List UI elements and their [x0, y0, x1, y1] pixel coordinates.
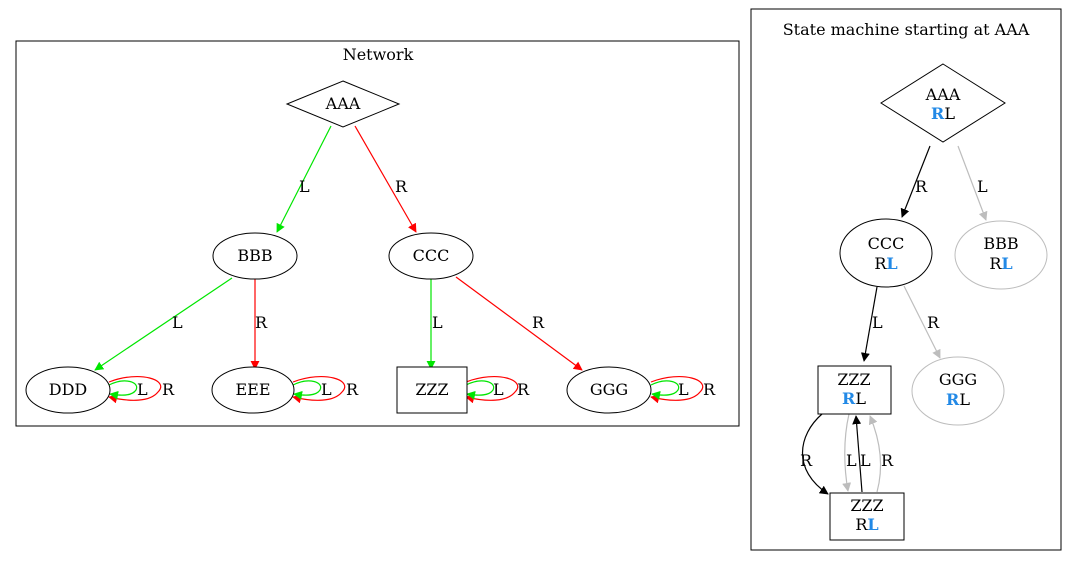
loop-label-ddd-r: R [162, 380, 175, 399]
edge-label-aaa-ccc: R [395, 177, 408, 196]
sm-edge-label-zzz1-zzz2-l: L [846, 451, 857, 470]
sm-edge-zzz1-zzz2-r [802, 413, 829, 495]
node-aaa-label: AAA [325, 94, 361, 113]
state-machine-cluster-border [750, 8, 1062, 551]
sm-edge-label-ccc-zzz1: L [872, 313, 883, 332]
sm-node-aaa-name: AAA [925, 85, 961, 104]
sm-node-zzz2-directions: RL [855, 515, 878, 534]
edge-label-ccc-ggg: R [532, 313, 545, 332]
node-zzz-label: ZZZ [415, 380, 448, 399]
sm-node-bbb-directions: RL [989, 254, 1012, 273]
sm-edge-label-aaa-ccc: R [915, 177, 928, 196]
sm-node-ccc-l: L [886, 254, 897, 273]
loop-label-ggg-l: L [678, 380, 689, 399]
node-ddd: DDD [25, 366, 111, 414]
sm-node-ccc-name: CCC [868, 234, 905, 253]
node-zzz: ZZZ [396, 366, 468, 414]
sm-edge-zzz2-zzz1-l [852, 415, 863, 493]
sm-node-aaa-r: R [931, 104, 945, 123]
self-loops-ggg: L R [650, 376, 716, 404]
edge-label-bbb-eee: R [255, 313, 268, 332]
sm-node-zzz1-name: ZZZ [837, 370, 870, 389]
loop-label-ddd-l: L [137, 380, 148, 399]
sm-node-ggg: GGG RL [911, 356, 1005, 426]
sm-node-aaa-directions: RL [931, 104, 955, 123]
edge-aaa-ccc [354, 125, 417, 233]
sm-node-ggg-directions: RL [946, 390, 970, 409]
sm-edge-aaa-bbb [957, 145, 988, 221]
sm-node-zzz1-l: L [855, 389, 866, 408]
sm-node-ccc: CCC RL [839, 218, 933, 288]
sm-edge-ccc-ggg [903, 285, 941, 359]
sm-edge-zzz2-zzz1-r [868, 415, 882, 493]
sm-node-zzz1-directions: RL [842, 389, 866, 408]
sm-node-zzz2-l: L [867, 515, 878, 534]
node-ddd-label: DDD [49, 380, 87, 399]
sm-edge-label-zzz2-zzz1-r: R [881, 451, 894, 470]
sm-node-bbb: BBB RL [954, 220, 1048, 290]
sm-node-ggg-name: GGG [939, 370, 977, 389]
sm-node-ccc-directions: RL [874, 254, 897, 273]
sm-node-bbb-l: L [1001, 254, 1012, 273]
edge-bbb-ddd [94, 277, 233, 371]
edge-label-ccc-zzz: L [432, 313, 443, 332]
sm-node-zzz1-r: R [842, 389, 856, 408]
sm-node-aaa-l: L [944, 104, 955, 123]
edge-aaa-bbb [276, 125, 332, 233]
sm-edge-aaa-ccc [900, 145, 931, 218]
sm-edge-ccc-zzz1 [860, 286, 878, 362]
sm-node-zzz2-name: ZZZ [850, 496, 883, 515]
sm-node-ggg-r: R [946, 390, 960, 409]
network-cluster: Network L R L R L R L R L R L [15, 40, 740, 427]
network-title: Network [343, 45, 414, 64]
node-aaa: AAA [285, 80, 401, 128]
edge-label-bbb-ddd: L [172, 313, 183, 332]
edge-label-aaa-bbb: L [299, 177, 310, 196]
state-machine-cluster: State machine starting at AAA R L L R R … [750, 8, 1062, 551]
sm-node-bbb-r: R [989, 254, 1002, 273]
sm-node-ccc-r: R [874, 254, 887, 273]
sm-edge-label-zzz2-zzz1-l: L [860, 451, 871, 470]
sm-node-zzz2: ZZZ RL [829, 492, 905, 541]
loop-label-zzz-r: R [517, 380, 530, 399]
sm-node-aaa: AAA RL [880, 63, 1006, 143]
edge-ccc-ggg [455, 276, 583, 371]
self-loops-ddd: L R [108, 376, 175, 404]
sm-node-zzz1: ZZZ RL [817, 365, 892, 415]
network-cluster-border [15, 40, 740, 427]
self-loops-zzz: L R [465, 376, 530, 404]
sm-edge-label-zzz1-zzz2-r: R [800, 451, 813, 470]
self-loops-eee: L R [292, 376, 359, 404]
state-machine-title: State machine starting at AAA [783, 20, 1030, 39]
loop-label-zzz-l: L [493, 380, 504, 399]
sm-edge-label-aaa-bbb: L [977, 177, 988, 196]
loop-label-eee-l: L [321, 380, 332, 399]
node-ccc-label: CCC [413, 246, 450, 265]
node-ccc: CCC [388, 232, 474, 280]
node-eee-label: EEE [235, 380, 270, 399]
sm-node-ggg-l: L [959, 390, 970, 409]
node-bbb-label: BBB [237, 246, 272, 265]
node-ggg-label: GGG [590, 380, 628, 399]
sm-node-bbb-name: BBB [983, 234, 1018, 253]
sm-edge-label-ccc-ggg: R [927, 313, 940, 332]
node-bbb: BBB [212, 232, 298, 280]
sm-node-zzz2-r: R [855, 515, 868, 534]
node-eee: EEE [211, 366, 295, 414]
loop-label-ggg-r: R [703, 380, 716, 399]
node-ggg: GGG [566, 366, 652, 414]
sm-edge-zzz1-zzz2-l [842, 413, 852, 492]
loop-label-eee-r: R [346, 380, 359, 399]
